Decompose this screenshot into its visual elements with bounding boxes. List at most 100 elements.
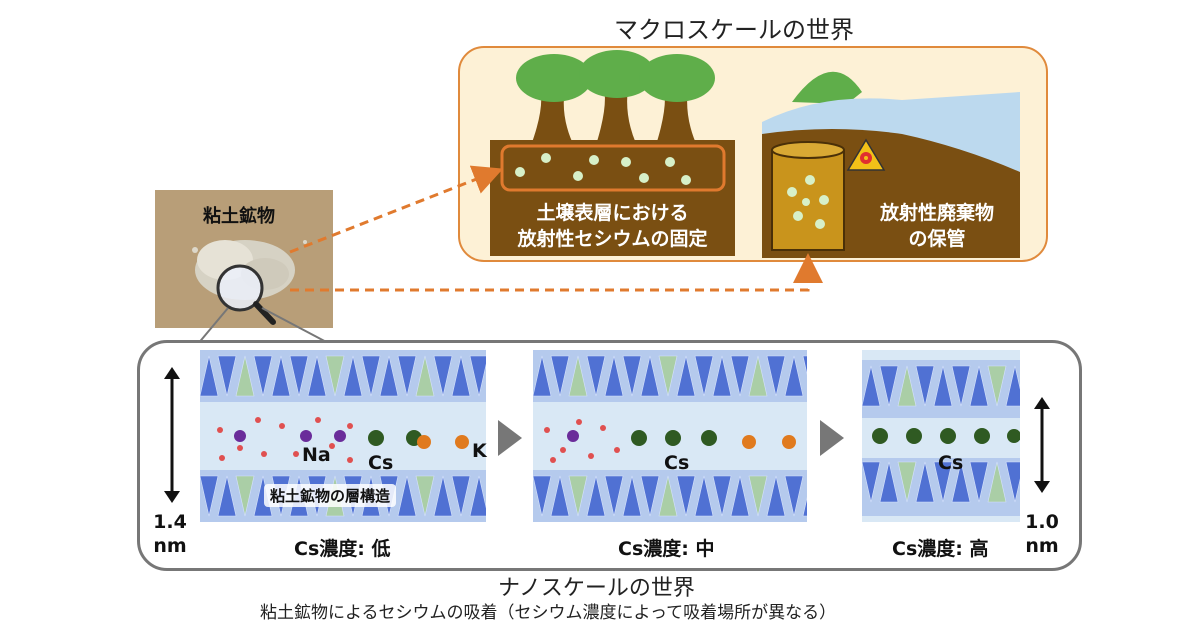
tetrahedron-shape xyxy=(397,355,417,397)
clay-photo: 粘土鉱物 xyxy=(155,190,333,328)
tetrahedron-shape xyxy=(640,475,660,517)
tetrahedron-shape xyxy=(784,475,804,517)
tetrahedron-shape xyxy=(1005,461,1020,503)
radiation-icon xyxy=(846,138,886,171)
tetrahedron-shape xyxy=(766,355,786,397)
tetrahedron-shape xyxy=(361,355,381,397)
tetrahedron-shape xyxy=(568,355,588,397)
tetrahedron-shape xyxy=(694,475,714,517)
tetrahedron-shape xyxy=(730,355,750,397)
scale-arrow-right xyxy=(1034,397,1050,493)
tetrahedron-shape xyxy=(879,461,899,503)
tetrahedron-shape xyxy=(730,475,750,517)
soil-surface-illustration xyxy=(490,50,735,256)
scale-left: 1.4 nm xyxy=(148,510,192,558)
ion-label-cs-high: Cs xyxy=(938,452,964,474)
tetrahedron-shape xyxy=(802,355,807,376)
tetrahedron-shape xyxy=(289,355,309,397)
conc-label-low: Cs濃度: 低 xyxy=(294,538,391,560)
tetrahedron-shape xyxy=(379,355,399,397)
tetrahedron-shape xyxy=(469,355,486,397)
tetrahedron-shape xyxy=(469,475,486,517)
tetrahedron-shape xyxy=(784,355,804,397)
soil-label-line1: 土壌表層における xyxy=(536,202,689,224)
tetrahedron-shape xyxy=(550,355,570,397)
tetrahedron-shape xyxy=(235,355,255,397)
tetrahedron-shape xyxy=(433,475,453,517)
tetrahedron-shape xyxy=(533,355,552,397)
tetrahedron-shape xyxy=(586,475,606,517)
soil-label: 土壌表層における 放射性セシウムの固定 xyxy=(490,200,735,252)
tetrahedron-shape xyxy=(915,461,935,503)
tetrahedron-shape xyxy=(712,355,732,397)
tetrahedron-shape xyxy=(568,475,588,517)
waste-label: 放射性廃棄物 の保管 xyxy=(852,200,1022,252)
waste-storage-illustration xyxy=(762,71,1020,258)
macro-title: マクロスケールの世界 xyxy=(614,16,854,44)
ion-label-cs-mid: Cs xyxy=(664,452,690,474)
tetrahedron-shape xyxy=(415,475,435,517)
arrow-right-icon xyxy=(498,420,522,456)
tetrahedron-shape xyxy=(915,365,935,407)
tetrahedron-shape xyxy=(862,461,881,503)
scale-arrow-left xyxy=(164,367,180,503)
tetrahedron-shape xyxy=(200,355,219,397)
tetrahedron-shape xyxy=(879,365,899,407)
tetrahedron-shape xyxy=(622,475,642,517)
tetrahedron-shape xyxy=(307,355,327,397)
layer-structure-label: 粘土鉱物の層構造 xyxy=(264,484,397,507)
tetrahedron-shape xyxy=(951,461,971,503)
tetrahedron-shape xyxy=(969,461,989,503)
tetrahedron-shape xyxy=(586,355,606,397)
tetrahedron-shape xyxy=(433,355,453,397)
tetrahedron-shape xyxy=(253,355,273,397)
tetrahedron-shape xyxy=(451,355,471,397)
tetrahedron-shape xyxy=(622,355,642,397)
scale-left-value: 1.4 xyxy=(153,511,187,533)
tetrahedron-shape xyxy=(415,355,435,397)
ion-label-k: K xyxy=(472,440,487,462)
soil-label-line2: 放射性セシウムの固定 xyxy=(517,228,708,250)
conc-label-mid: Cs濃度: 中 xyxy=(618,538,715,560)
tetrahedron-shape xyxy=(217,475,237,517)
tetrahedron-shape xyxy=(271,355,291,397)
tetrahedron-shape xyxy=(640,355,660,397)
tetrahedron-shape xyxy=(712,475,732,517)
tetrahedron-shape xyxy=(802,496,807,517)
tetrahedron-shape xyxy=(658,475,678,517)
scale-right-value: 1.0 xyxy=(1025,511,1059,533)
tetrahedron-shape xyxy=(604,355,624,397)
tetrahedron-shape xyxy=(951,365,971,407)
tetrahedron-shape xyxy=(987,365,1007,407)
tetrahedron-shape xyxy=(200,475,219,517)
tetrahedron-shape xyxy=(933,365,953,407)
scale-right: 1.0 nm xyxy=(1020,510,1064,558)
ion-label-cs-low: Cs xyxy=(368,452,394,474)
tetrahedron-shape xyxy=(676,475,696,517)
magnifier-icon xyxy=(216,264,276,325)
tetrahedron-shape xyxy=(897,365,917,407)
tetrahedron-shape xyxy=(694,355,714,397)
ion-label-na: Na xyxy=(302,444,331,466)
scale-left-unit: nm xyxy=(153,535,187,557)
nano-caption: 粘土鉱物によるセシウムの吸着（セシウム濃度によって吸着場所が異なる） xyxy=(260,603,837,623)
tetrahedron-shape xyxy=(325,355,345,397)
waste-label-line2: の保管 xyxy=(908,228,966,250)
tetrahedron-shape xyxy=(987,461,1007,503)
conc-label-high: Cs濃度: 高 xyxy=(892,538,989,560)
tetrahedron-shape xyxy=(1005,365,1020,407)
tetrahedron-shape xyxy=(676,355,696,397)
tetrahedron-shape xyxy=(897,461,917,503)
structure-panel-mid xyxy=(533,350,807,522)
tetrahedron-shape xyxy=(748,475,768,517)
tetrahedron-shape xyxy=(862,365,881,407)
tetrahedron-shape xyxy=(343,355,363,397)
tetrahedron-shape xyxy=(451,475,471,517)
clay-label: 粘土鉱物 xyxy=(203,206,275,227)
tetrahedron-shape xyxy=(533,475,552,517)
waste-label-line1: 放射性廃棄物 xyxy=(879,202,994,224)
tetrahedron-shape xyxy=(748,355,768,397)
tetrahedron-shape xyxy=(604,475,624,517)
scale-right-unit: nm xyxy=(1025,535,1059,557)
